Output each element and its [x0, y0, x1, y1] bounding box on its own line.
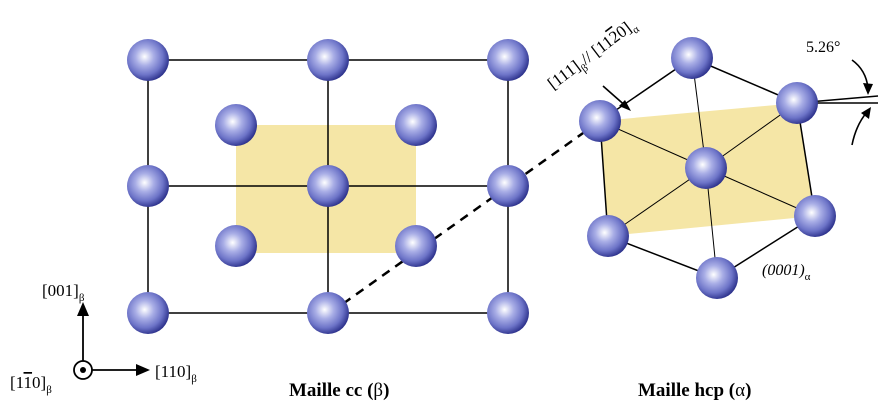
bcc-atom — [487, 165, 529, 207]
bcc-cell — [127, 39, 601, 334]
hcp-atom — [776, 82, 818, 124]
annotation-arrows — [602, 59, 873, 146]
axis-horizontal-arrowhead — [136, 364, 150, 376]
axis-horizontal-label: [110]β — [155, 362, 197, 385]
angle-arrow-lower-head — [861, 107, 871, 119]
hcp-atom — [696, 257, 738, 299]
hcp-atom — [794, 195, 836, 237]
hcp-cell — [579, 37, 879, 299]
hcp-atom — [587, 215, 629, 257]
bcc-atom — [487, 292, 529, 334]
bcc-atom — [127, 165, 169, 207]
axes — [73, 302, 150, 380]
correspondence-dashed-line — [329, 119, 601, 315]
hcp-plane-label: (0001)α — [762, 262, 811, 283]
axis-normal-label: [110]β — [10, 373, 52, 396]
bcc-caption: Maille cc (β) — [289, 380, 389, 401]
bcc-atom — [307, 292, 349, 334]
bcc-atom — [215, 225, 257, 267]
parallel-direction-arrowhead — [619, 100, 631, 111]
bcc-atom — [395, 104, 437, 146]
bcc-atom — [307, 39, 349, 81]
bcc-atom — [487, 39, 529, 81]
axis-vertical-arrowhead — [77, 302, 89, 316]
bcc-atom — [127, 292, 169, 334]
bcc-atom — [395, 225, 437, 267]
bcc-atom — [307, 165, 349, 207]
hcp-atom — [579, 100, 621, 142]
hcp-atom — [685, 147, 727, 189]
hcp-caption: Maille hcp (α) — [638, 380, 751, 401]
angle-arrow-upper-head — [863, 83, 873, 95]
angle-arrow-lower — [851, 111, 868, 146]
axis-normal-dot — [80, 367, 86, 373]
hcp-atom — [671, 37, 713, 79]
axis-vertical-label: [001]β — [42, 281, 85, 304]
bcc-atom — [127, 39, 169, 81]
bcc-atom — [215, 104, 257, 146]
angle-label: 5.26° — [806, 39, 840, 56]
parallel-relation-label: [111]β// [1120]α — [544, 14, 642, 96]
